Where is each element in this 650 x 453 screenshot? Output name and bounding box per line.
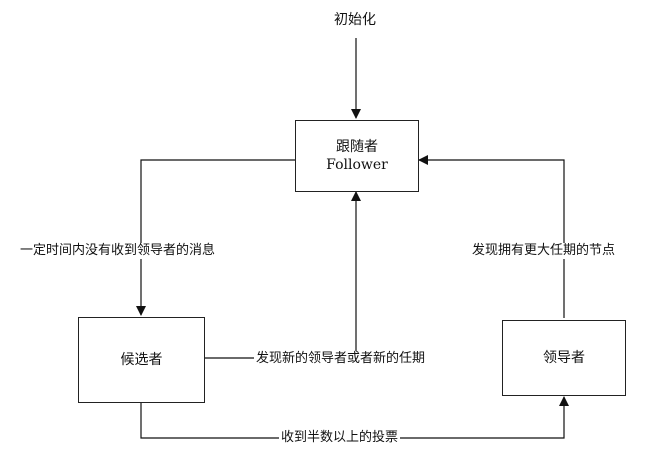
leader-node: 领导者 xyxy=(502,320,626,396)
candidate-node: 候选者 xyxy=(78,317,205,403)
edge-candidate-to-follower xyxy=(205,191,361,359)
higher-term-edge-label: 发现拥有更大任期的节点 xyxy=(470,243,618,259)
follower-title-en: Follower xyxy=(326,157,388,173)
leader-title: 领导者 xyxy=(543,350,585,366)
candidate-title: 候选者 xyxy=(120,352,163,368)
init-label: 初始化 xyxy=(332,12,378,28)
edge-leader-to-follower xyxy=(418,155,565,318)
follower-node: 跟随者 Follower xyxy=(295,120,419,192)
timeout-edge-label: 一定时间内没有收到领导者的消息 xyxy=(18,243,218,259)
majority-votes-edge-label: 收到半数以上的投票 xyxy=(279,430,401,446)
discover-leader-edge-label: 发现新的领导者或者新的任期 xyxy=(254,351,428,367)
follower-title-zh: 跟随者 xyxy=(336,139,378,155)
edge-follower-to-candidate xyxy=(136,159,295,316)
